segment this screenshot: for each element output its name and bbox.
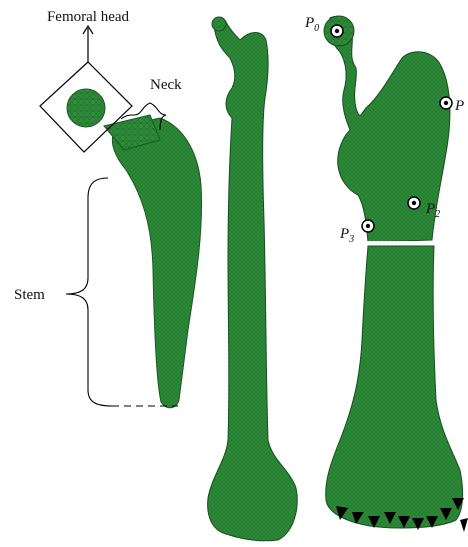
implanted-femur-lower xyxy=(326,246,463,528)
stem-brace xyxy=(66,178,112,406)
point-P0-dot xyxy=(335,29,339,33)
prosthesis-stem-body xyxy=(112,118,201,408)
prosthesis-femoral-head xyxy=(67,89,105,127)
implanted-femur: P0 P P2 P3 xyxy=(304,15,468,532)
femoral-head-label: Femoral head xyxy=(47,9,130,25)
intact-femur-body xyxy=(208,18,298,541)
point-P2-dot xyxy=(412,201,416,205)
point-P1-dot xyxy=(444,101,448,105)
point-P1-label: P xyxy=(454,98,464,114)
intact-femur-head xyxy=(212,17,226,31)
support-triangle xyxy=(460,518,468,532)
intact-femur xyxy=(208,17,298,541)
point-P3-label: P3 xyxy=(339,226,354,245)
neck-label: Neck xyxy=(150,77,182,93)
point-P3-dot xyxy=(366,224,370,228)
stem-label: Stem xyxy=(14,287,45,303)
prosthesis: Femoral head Neck Stem xyxy=(14,9,202,408)
point-P0-label: P0 xyxy=(304,15,319,34)
